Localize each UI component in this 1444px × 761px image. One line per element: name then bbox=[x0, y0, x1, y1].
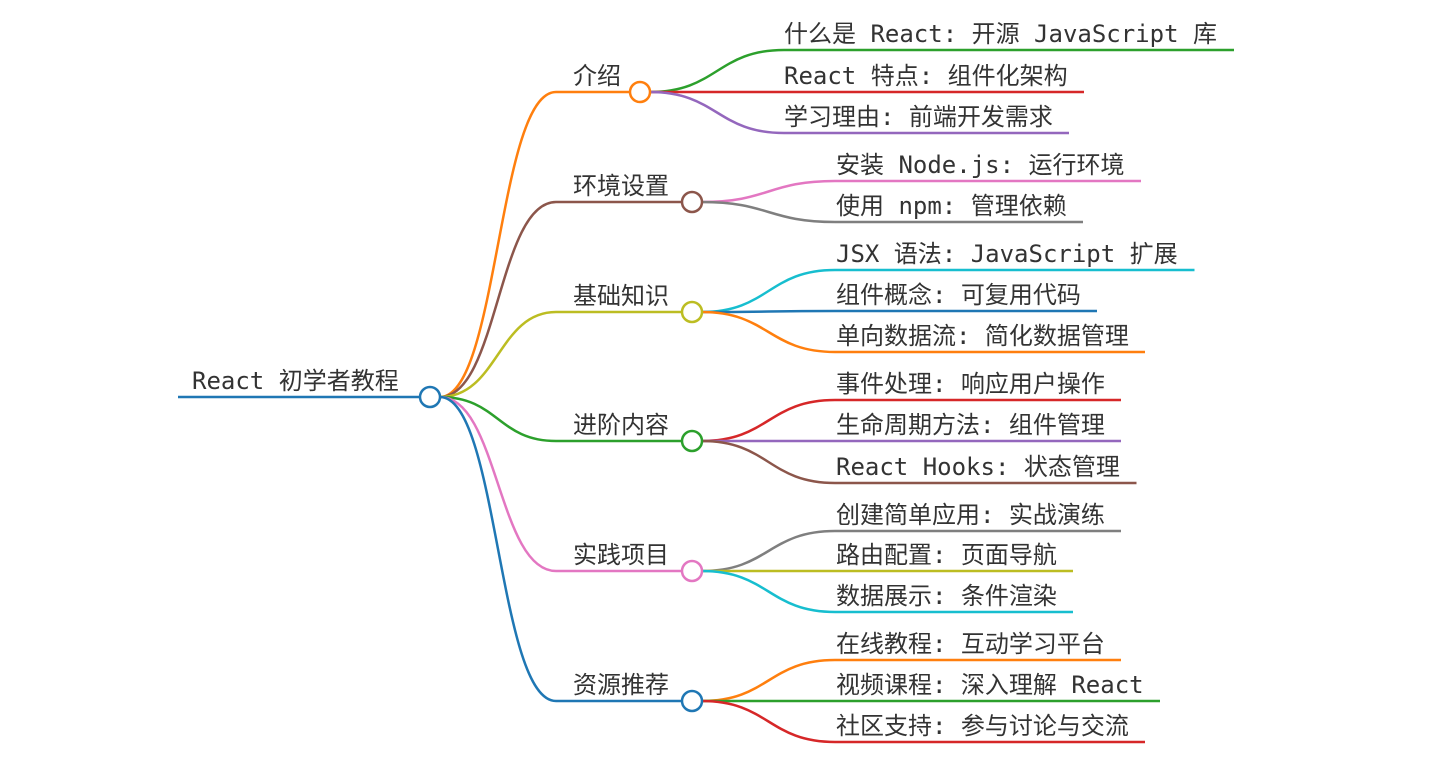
mindmap-edges bbox=[178, 48, 1234, 744]
leaf-node-label: 什么是 React: 开源 JavaScript 库 bbox=[784, 20, 1217, 48]
leaf-node-label: 使用 npm: 管理依赖 bbox=[836, 192, 1067, 220]
branch-node-label: 资源推荐 bbox=[573, 671, 669, 699]
edge-branch-0-to-leaf-2 bbox=[649, 90, 785, 135]
branch-node-circle[interactable] bbox=[680, 429, 704, 453]
edge-root-to-branch-2 bbox=[439, 310, 557, 399]
edge-root-to-branch-4 bbox=[439, 395, 557, 573]
leaf-node-label: 路由配置: 页面导航 bbox=[836, 541, 1057, 569]
edge-branch-4-to-leaf-2 bbox=[701, 569, 836, 614]
edge-root-to-branch-3 bbox=[439, 395, 557, 443]
leaf-node-label: 组件概念: 可复用代码 bbox=[836, 281, 1081, 309]
branch-node-label: 实践项目 bbox=[573, 541, 669, 569]
leaf-node-label: 安装 Node.js: 运行环境 bbox=[836, 151, 1125, 179]
leaf-node-label: JSX 语法: JavaScript 扩展 bbox=[836, 240, 1178, 268]
leaf-node-label: React 特点: 组件化架构 bbox=[784, 62, 1068, 90]
edge-branch-2-to-leaf-2 bbox=[701, 310, 836, 354]
mindmap-nodes: 什么是 React: 开源 JavaScript 库 React 特点: 组件化架… bbox=[192, 20, 1217, 740]
edge-branch-2-to-leaf-1 bbox=[701, 309, 836, 314]
edge-root-to-branch-0 bbox=[439, 90, 557, 399]
leaf-node-label: 视频课程: 深入理解 React bbox=[836, 671, 1144, 699]
root-node-label: React 初学者教程 bbox=[192, 367, 399, 395]
leaf-node-label: React Hooks: 状态管理 bbox=[836, 453, 1120, 481]
edge-branch-2-to-leaf-0 bbox=[701, 268, 836, 314]
leaf-node-label: 生命周期方法: 组件管理 bbox=[836, 411, 1105, 439]
leaf-node-label: 在线教程: 互动学习平台 bbox=[836, 630, 1105, 658]
branch-node-label: 进阶内容 bbox=[573, 411, 669, 439]
edge-branch-5-to-leaf-2 bbox=[701, 699, 836, 744]
branch-node-circle[interactable] bbox=[680, 190, 704, 214]
edge-branch-1-to-leaf-1 bbox=[701, 200, 836, 224]
leaf-node-label: 数据展示: 条件渲染 bbox=[836, 582, 1057, 610]
branch-node-circle[interactable] bbox=[680, 300, 704, 324]
branch-node-label: 环境设置 bbox=[573, 172, 669, 200]
edge-branch-4-to-leaf-0 bbox=[701, 529, 836, 573]
edge-root-to-branch-1 bbox=[439, 200, 557, 399]
edge-branch-5-to-leaf-0 bbox=[701, 658, 836, 703]
edge-branch-1-to-leaf-0 bbox=[701, 179, 836, 204]
leaf-node-label: 事件处理: 响应用户操作 bbox=[836, 370, 1105, 398]
edge-branch-0-to-leaf-0 bbox=[649, 48, 785, 94]
leaf-node-label: 单向数据流: 简化数据管理 bbox=[836, 322, 1129, 350]
root-node-circle[interactable] bbox=[418, 385, 442, 409]
leaf-node-label: 创建简单应用: 实战演练 bbox=[836, 501, 1105, 529]
edge-branch-3-to-leaf-2 bbox=[701, 439, 836, 485]
leaf-node-label: 社区支持: 参与讨论与交流 bbox=[836, 712, 1129, 740]
edge-root-to-branch-5 bbox=[439, 395, 557, 703]
branch-node-circle[interactable] bbox=[680, 689, 704, 713]
leaf-node-label: 学习理由: 前端开发需求 bbox=[784, 103, 1053, 131]
branch-node-label: 基础知识 bbox=[573, 282, 669, 310]
branch-node-circle[interactable] bbox=[628, 80, 652, 104]
edge-branch-3-to-leaf-0 bbox=[701, 398, 836, 443]
branch-node-circle[interactable] bbox=[680, 559, 704, 583]
branch-node-label: 介绍 bbox=[573, 62, 621, 90]
